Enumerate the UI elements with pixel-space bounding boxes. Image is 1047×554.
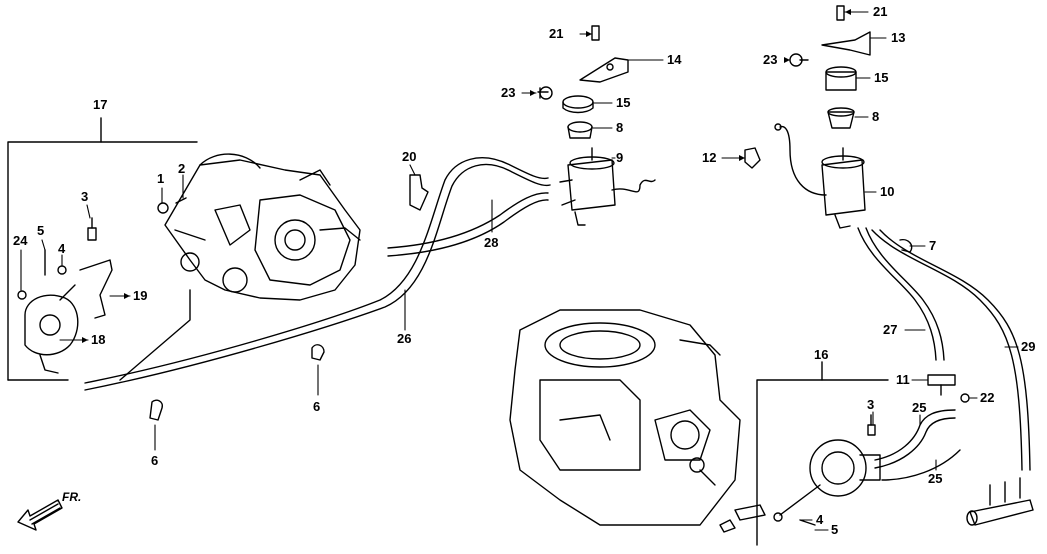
callout-11: 11 bbox=[896, 372, 910, 387]
callout-20: 20 bbox=[402, 149, 417, 164]
callout-26: 26 bbox=[397, 331, 412, 346]
callout-28: 28 bbox=[484, 235, 499, 250]
callout-15: 15 bbox=[616, 95, 631, 110]
tee-fitting bbox=[927, 374, 970, 403]
callout-25: 25 bbox=[912, 400, 927, 415]
callout-5: 5 bbox=[37, 223, 45, 238]
front-direction-arrow bbox=[17, 499, 63, 531]
callout-29: 29 bbox=[1021, 339, 1036, 354]
carburetor bbox=[509, 309, 741, 526]
actuator-16 bbox=[719, 414, 881, 533]
hose-28 bbox=[387, 192, 549, 257]
clips bbox=[149, 174, 429, 421]
arrowheads bbox=[82, 9, 851, 343]
hose-25 bbox=[874, 409, 961, 481]
callout-19: 19 bbox=[133, 288, 148, 303]
solenoid-valve-10 bbox=[744, 5, 871, 229]
callout-21: 21 bbox=[549, 26, 564, 41]
callout-13: 13 bbox=[891, 30, 906, 45]
group-16-bracket bbox=[756, 361, 889, 546]
callout-16: 16 bbox=[814, 347, 829, 362]
callout-6: 6 bbox=[151, 453, 159, 468]
callout-27: 27 bbox=[883, 322, 898, 337]
callout-4: 4 bbox=[58, 241, 66, 256]
callout-18: 18 bbox=[91, 332, 106, 347]
callout-8: 8 bbox=[872, 109, 880, 124]
callout-8: 8 bbox=[616, 120, 624, 135]
callout-5: 5 bbox=[831, 522, 839, 537]
callout-3: 3 bbox=[867, 397, 875, 412]
callout-22: 22 bbox=[980, 390, 995, 405]
callout-21: 21 bbox=[873, 4, 888, 19]
solenoid-valve-9 bbox=[537, 25, 656, 226]
callout-23: 23 bbox=[763, 52, 778, 67]
front-direction-label: FR. bbox=[62, 490, 82, 504]
hose-26 bbox=[84, 157, 551, 391]
callout-15: 15 bbox=[874, 70, 889, 85]
callout-7: 7 bbox=[929, 238, 937, 253]
callout-2: 2 bbox=[178, 161, 186, 176]
callout-6: 6 bbox=[313, 399, 321, 414]
callout-1: 1 bbox=[157, 171, 165, 186]
callout-14: 14 bbox=[667, 52, 682, 67]
pipe-fitting bbox=[966, 477, 1034, 526]
callout-24: 24 bbox=[13, 233, 28, 248]
callout-25: 25 bbox=[928, 471, 943, 486]
callout-9: 9 bbox=[616, 150, 624, 165]
callout-10: 10 bbox=[880, 184, 895, 199]
callout-3: 3 bbox=[81, 189, 89, 204]
group-17-bracket bbox=[7, 117, 198, 381]
hoses-27-29 bbox=[857, 227, 1031, 471]
callout-17: 17 bbox=[93, 97, 108, 112]
callout-12: 12 bbox=[702, 150, 717, 165]
leader-lines bbox=[20, 11, 1019, 531]
callout-23: 23 bbox=[501, 85, 516, 100]
throttle-body bbox=[164, 153, 361, 301]
callout-4: 4 bbox=[816, 512, 824, 527]
